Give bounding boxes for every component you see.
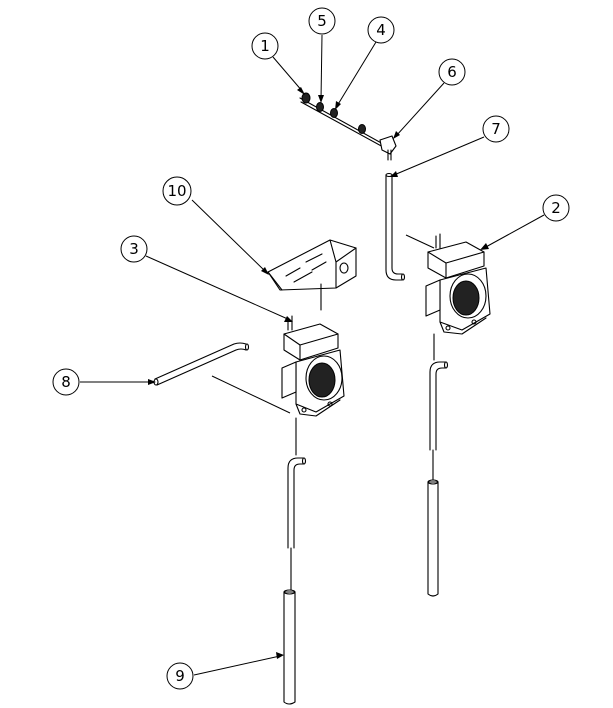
callout-3-label: 3 xyxy=(129,240,139,258)
part-7-tube xyxy=(385,172,406,281)
callout-1-label: 1 xyxy=(260,37,270,55)
part-10-bracket xyxy=(267,239,357,311)
callout-5: 5 xyxy=(308,7,336,35)
callout-10-label: 10 xyxy=(167,182,186,200)
callout-4: 4 xyxy=(367,16,395,44)
callout-7: 7 xyxy=(482,115,510,143)
callout-9: 9 xyxy=(166,662,194,690)
callout-9-label: 9 xyxy=(175,667,185,685)
callout-2-label: 2 xyxy=(551,199,561,217)
right-pump-tubes xyxy=(427,333,449,597)
callout-8: 8 xyxy=(52,368,80,396)
callout-5-label: 5 xyxy=(317,12,327,30)
part-4-fitting xyxy=(330,108,366,134)
callout-2: 2 xyxy=(542,194,570,222)
part-9-tube xyxy=(283,589,296,705)
callout-8-label: 8 xyxy=(61,373,71,391)
part-5-fitting xyxy=(316,102,324,112)
callout-6: 6 xyxy=(438,58,466,86)
part-6-tee xyxy=(379,135,397,161)
part-1-fitting xyxy=(301,92,311,104)
callout-1: 1 xyxy=(251,32,279,60)
left-pump-tubes xyxy=(287,417,307,591)
callout-7-label: 7 xyxy=(491,120,501,138)
part-3-pump xyxy=(281,315,345,417)
part-2-pump xyxy=(425,233,491,335)
part-8-tube xyxy=(153,342,250,386)
callout-6-label: 6 xyxy=(447,63,457,81)
callout-4-label: 4 xyxy=(376,21,386,39)
manifold-rod xyxy=(299,97,386,149)
callout-10: 10 xyxy=(162,176,192,206)
callout-3: 3 xyxy=(120,235,148,263)
